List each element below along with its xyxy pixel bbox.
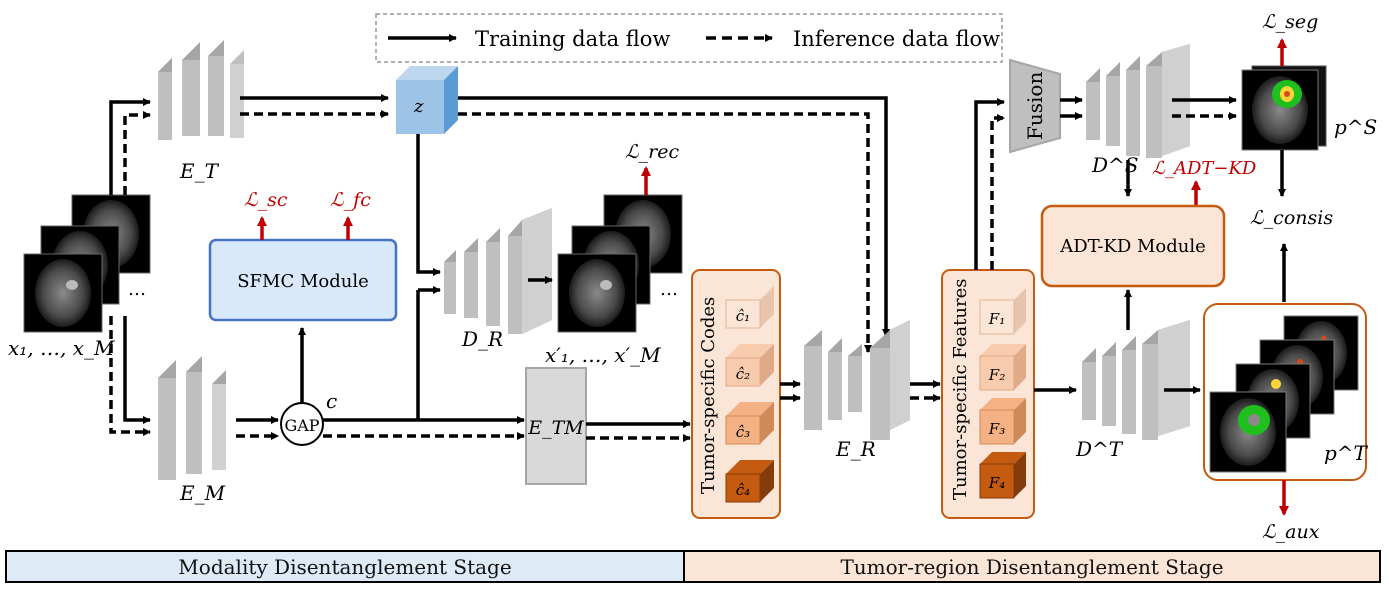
reconstructed-image-stack: …	[557, 194, 683, 333]
inputs-label: x₁, …, x_M	[8, 336, 115, 360]
etm-to-codes-arrows	[586, 420, 691, 442]
sfmc-loss-arrows	[257, 216, 353, 240]
ds-to-ps-arrows	[1172, 96, 1237, 120]
encoder-er	[804, 320, 910, 440]
code-c4-label: ĉ₄	[736, 481, 750, 499]
loss-adt-kd: ℒ_ADT−KD	[1152, 158, 1257, 179]
z-to-dr-arrows	[416, 134, 441, 420]
recon-label: x′₁, …, x′_M	[545, 343, 661, 367]
feature-f3: F₃	[979, 398, 1026, 445]
et-to-z-arrows	[240, 94, 389, 118]
z-label: z	[413, 96, 424, 117]
code-c1: ĉ₁	[725, 286, 774, 329]
codes-title: Tumor-specific Codes	[698, 297, 719, 494]
et-label: E_T	[179, 159, 220, 183]
pt-label: p^T	[1324, 441, 1369, 465]
tumor-stage-label: Tumor-region Disentanglement Stage	[685, 552, 1379, 581]
code-c1-label: ĉ₁	[736, 307, 750, 325]
feature-f3-label: F₃	[988, 420, 1005, 438]
loss-sc: ℒ_sc	[244, 189, 288, 211]
fusion-block: Fusion	[1009, 58, 1061, 154]
dr-label: D_R	[461, 327, 503, 351]
em-label: E_M	[179, 481, 226, 505]
input-image-stack: …	[23, 194, 151, 333]
z-to-er-arrows	[458, 96, 890, 353]
loss-aux: ℒ_aux	[1262, 521, 1320, 543]
sfmc-module: SFMC Module	[208, 238, 398, 322]
er-label: E_R	[835, 437, 876, 461]
feature-f4: F₄	[979, 452, 1026, 499]
legend-inference-label: Inference data flow	[793, 27, 1000, 51]
input-routing-arrows	[109, 98, 151, 436]
ds-label: D^S	[1091, 153, 1139, 177]
fusion-label: Fusion	[1023, 72, 1047, 140]
loss-rec: ℒ_rec	[625, 141, 680, 163]
gap-label: GAP	[284, 416, 319, 435]
feature-f2-label: F₂	[988, 366, 1005, 384]
ps-label: p^S	[1334, 115, 1377, 139]
encoder-em	[158, 356, 226, 480]
tumor-codes-panel: Tumor-specific Codes	[691, 269, 781, 519]
gap-to-etm-arrows	[323, 416, 525, 440]
feature-f1-label: F₁	[988, 310, 1005, 328]
input-dots: …	[128, 279, 146, 300]
features-title: Tumor-specific Features	[950, 279, 971, 500]
modality-stage-label: Modality Disentanglement Stage	[7, 552, 685, 581]
decoder-dt	[1082, 320, 1190, 440]
adtkd-module: ADT-KD Module	[1040, 204, 1226, 288]
er-to-features-arrows	[910, 380, 941, 402]
loss-seg: ℒ_seg	[1262, 11, 1318, 33]
code-c3: ĉ₃	[725, 402, 774, 445]
code-c2: ĉ₂	[725, 344, 774, 387]
loss-fc: ℒ_fc	[330, 189, 371, 211]
code-c3-label: ĉ₃	[736, 423, 750, 441]
etm-label: E_TM	[527, 417, 584, 439]
recon-dots: …	[660, 279, 678, 300]
em-to-gap-arrows	[236, 416, 279, 440]
loss-consis: ℒ_consis	[1250, 207, 1333, 229]
z-code-cube: z	[396, 66, 458, 134]
student-prediction-image	[1241, 65, 1327, 151]
encoder-etm: E_TM	[525, 367, 587, 485]
features-to-fusion-arrows	[974, 98, 1005, 270]
codes-to-er-arrows	[780, 380, 801, 402]
feature-f2: F₂	[979, 344, 1026, 391]
adtkd-label: ADT-KD Module	[1059, 236, 1206, 257]
legend: Training data flow Inference data flow	[375, 13, 1003, 63]
sfmc-label: SFMC Module	[237, 271, 369, 292]
decoder-dr	[444, 208, 552, 334]
fusion-to-ds-arrows	[1060, 96, 1083, 120]
gap-node: GAP	[280, 402, 324, 446]
c-label: c	[326, 389, 337, 413]
code-c4: ĉ₄	[725, 460, 774, 503]
dt-label: D^T	[1075, 437, 1124, 461]
teacher-prediction-panel	[1203, 303, 1367, 481]
code-c2-label: ĉ₂	[736, 365, 750, 383]
feature-f1: F₁	[979, 288, 1026, 335]
feature-f4-label: F₄	[988, 474, 1005, 492]
legend-training-label: Training data flow	[475, 27, 670, 51]
stage-bar: Modality Disentanglement Stage Tumor-reg…	[5, 550, 1381, 583]
encoder-et	[158, 40, 244, 140]
